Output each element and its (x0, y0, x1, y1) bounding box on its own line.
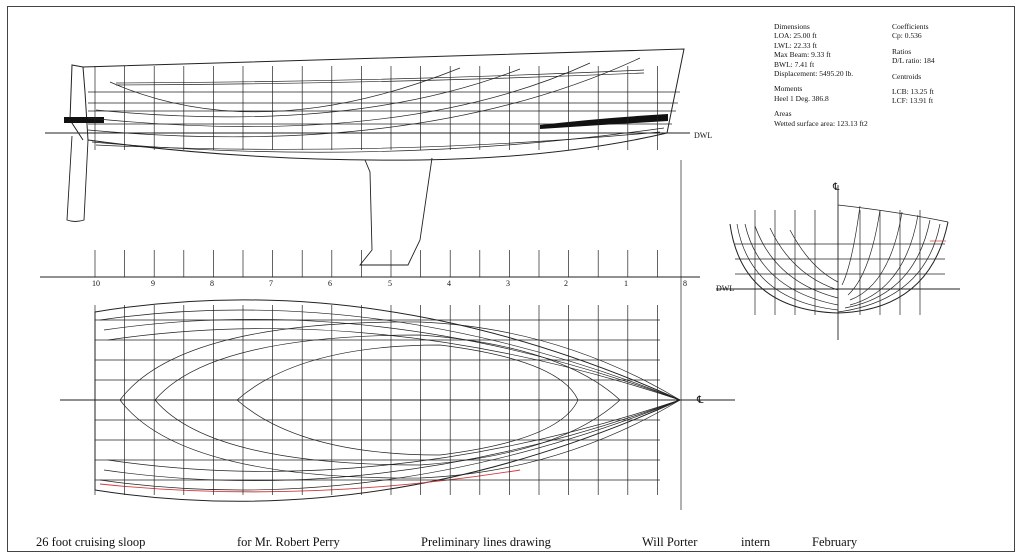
station-number: 10 (92, 279, 100, 288)
centerline-label-plan: ℄ (697, 395, 704, 406)
body-plan-station (736, 223, 839, 311)
displacement-value: Displacement: 5495.20 lb. (774, 69, 854, 79)
plan-outline (94, 299, 682, 502)
body-plan-station (837, 223, 941, 313)
station-number: 3 (506, 279, 510, 288)
centerline-label-body: ℄ (833, 182, 840, 193)
coefficients-block: Coefficients Cp: 0.536 Ratios D/L ratio:… (892, 22, 935, 106)
dwl-label-body: DWL (716, 284, 735, 293)
profile-waterline-hatch (540, 114, 668, 129)
profile-view (45, 48, 690, 266)
dimensions-heading: Dimensions (774, 22, 810, 31)
rudder (66, 135, 89, 222)
drawing-border (7, 6, 1015, 552)
station-number: 4 (447, 279, 451, 288)
body-plan-station (769, 227, 839, 291)
body-plan-station (744, 223, 839, 306)
profile-station-lines (94, 66, 658, 150)
lcf-value: LCF: 13.91 ft (892, 96, 934, 106)
body-plan-sheer (837, 204, 949, 223)
body-plan-station (841, 205, 861, 286)
title-client: for Mr. Robert Perry (237, 535, 340, 549)
profile-bottom-curve (95, 131, 661, 150)
plan-red-line (99, 469, 521, 493)
profile-buttock (95, 68, 521, 118)
profile-deck-line (115, 72, 645, 86)
body-plan-grid (735, 210, 945, 315)
keel (359, 157, 433, 266)
station-number: 2 (564, 279, 568, 288)
dwl-label-profile: DWL (694, 131, 713, 140)
station-number: 9 (151, 279, 155, 288)
wetted-surface-value: Wetted surface area: 123.13 ft2 (774, 118, 868, 128)
title-date: February (812, 535, 858, 549)
bwl-value: BWL: 7.41 ft (774, 59, 815, 69)
profile-transom (69, 64, 84, 141)
lwl-value: LWL: 22.33 ft (774, 40, 817, 50)
body-plan-outline (729, 221, 949, 314)
title-role: intern (741, 535, 771, 549)
station-number: 5 (388, 279, 392, 288)
station-number: 8 (210, 279, 214, 288)
station-number: 8 (683, 279, 687, 288)
title-description: 26 foot cruising sloop (36, 535, 146, 549)
areas-heading: Areas (774, 109, 792, 119)
body-plan-station (754, 225, 839, 299)
heel-value: Heel 1 Deg. 386.8 (774, 93, 829, 103)
title-drawing-type: Preliminary lines drawing (421, 535, 551, 549)
body-plan (716, 185, 960, 340)
body-plan-station (847, 209, 881, 296)
title-author: Will Porter (642, 535, 698, 549)
coefficients-heading: Coefficients (892, 22, 929, 31)
body-plan-station (789, 229, 839, 283)
ratios-heading: Ratios (892, 46, 912, 56)
plan-grid (94, 305, 660, 495)
dimensions-block: Dimensions LOA: 25.00 ft LWL: 22.33 ft M… (774, 22, 868, 128)
loa-value: LOA: 25.00 ft (774, 31, 817, 41)
max-beam-value: Max Beam: 9.33 ft (774, 50, 831, 60)
profile-buttock (87, 62, 591, 127)
station-number: 7 (269, 279, 273, 288)
station-number: 1 (624, 279, 628, 288)
centroids-heading: Centroids (892, 71, 922, 81)
dl-ratio-value: D/L ratio: 184 (892, 56, 935, 66)
profile-waterline-hatch (64, 117, 104, 123)
profile-sheer-outline (82, 48, 685, 161)
body-plan-station (849, 214, 919, 306)
plan-view (60, 299, 735, 502)
station-number: 6 (328, 279, 332, 288)
cp-value: Cp: 0.536 (892, 31, 922, 41)
profile-buttock (109, 67, 461, 113)
station-ticks (94, 250, 658, 277)
moments-heading: Moments (774, 84, 803, 94)
lcb-value: LCB: 13.25 ft (892, 87, 934, 97)
body-plan-station (849, 211, 903, 301)
profile-buttock (87, 57, 641, 138)
profile-deck-line (115, 69, 645, 84)
body-plan-station (844, 219, 931, 309)
